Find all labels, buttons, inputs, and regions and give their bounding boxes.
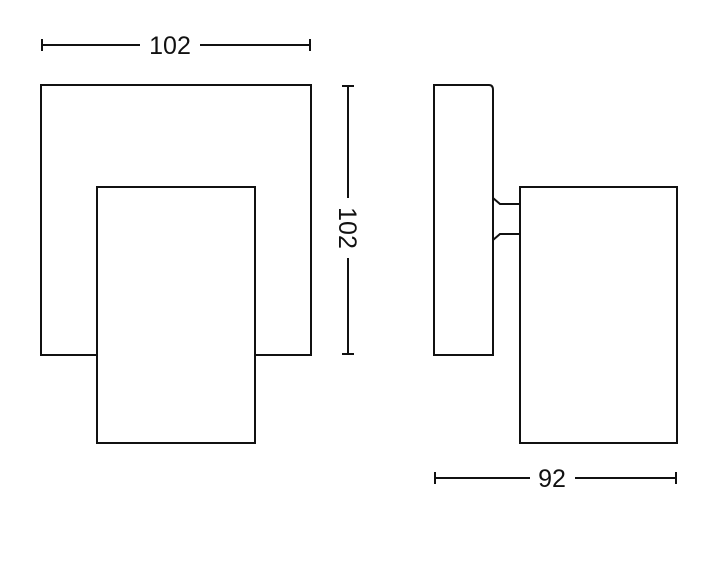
side-base-plate [433,84,494,356]
front-view [40,84,312,444]
width-label: 102 [149,32,191,60]
side-view [433,84,678,444]
depth-dimension: 92 [434,465,677,493]
height-label: 102 [333,207,361,249]
front-spot-head [96,186,256,444]
height-dimension: 102 [333,85,361,355]
side-connector [492,197,520,241]
side-spot-head [519,186,678,444]
depth-label: 92 [538,465,566,493]
width-dimension: 102 [41,32,311,60]
